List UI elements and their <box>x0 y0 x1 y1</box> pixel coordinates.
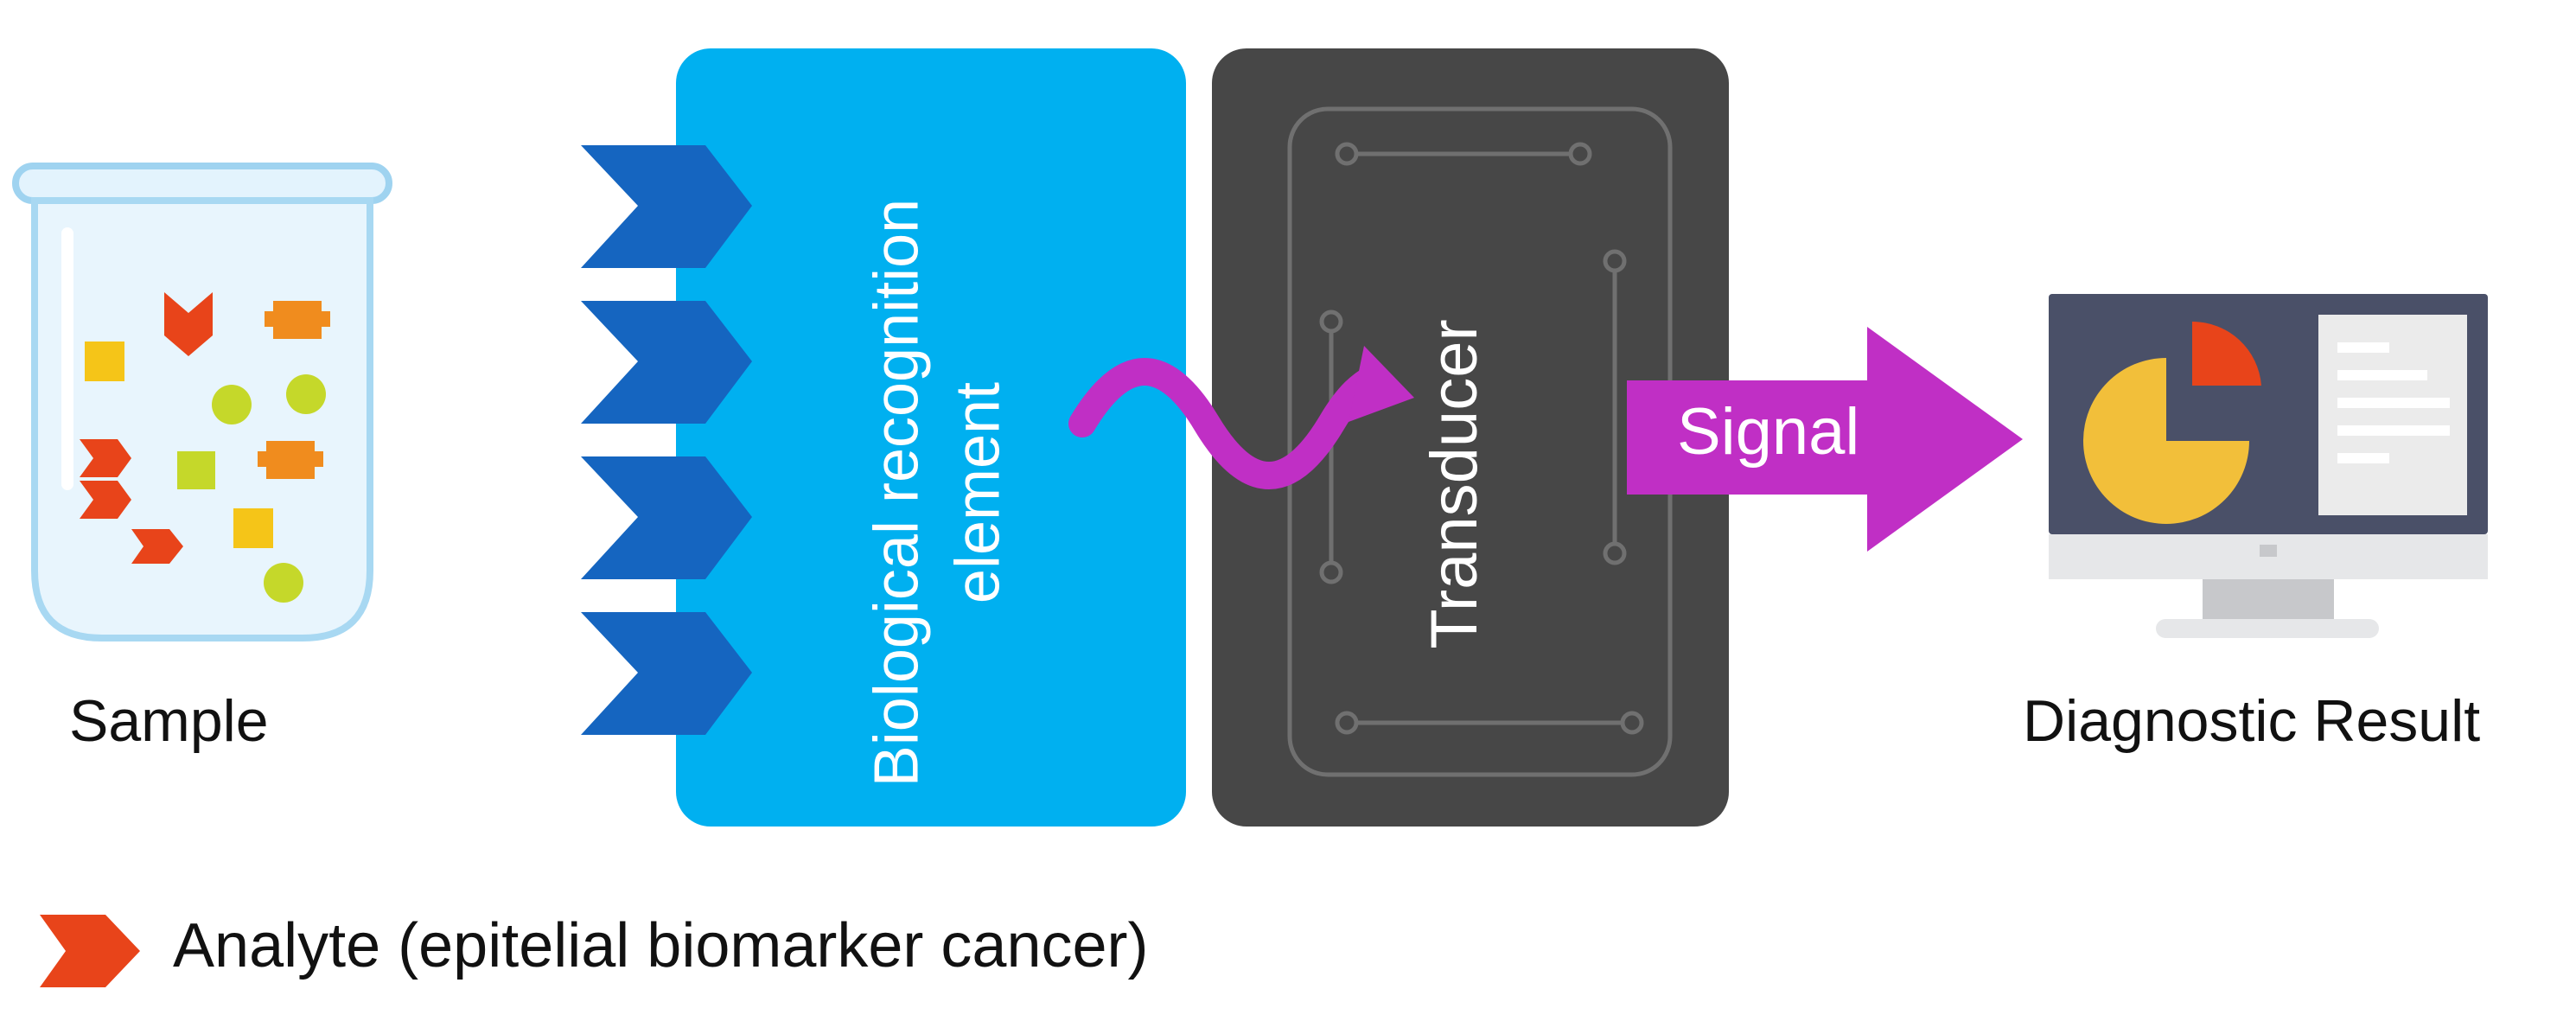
analyte-particle <box>164 292 213 356</box>
chevron-receptor-icon <box>581 145 752 268</box>
particle-square <box>177 451 215 489</box>
analyte-particle <box>80 439 131 477</box>
particle-circle <box>286 374 326 414</box>
signal-label: Signal <box>1677 395 1860 469</box>
pie-main <box>2083 358 2249 524</box>
legend-label: Analyte (epitelial biomarker cancer) <box>173 911 1149 980</box>
chevron-receptor-icon <box>581 612 752 735</box>
transducer-label: Transducer <box>1418 319 1491 649</box>
sample-label: Sample <box>69 688 269 754</box>
analyte-particle <box>131 529 183 564</box>
particle-square <box>85 341 124 381</box>
bio-recognition-label-line2: element <box>943 381 1012 604</box>
analyte-particle <box>80 481 131 519</box>
receptor-chevrons <box>581 145 752 735</box>
pie-slice <box>2192 321 2261 386</box>
chevron-receptor-icon <box>581 456 752 579</box>
particle-block <box>258 441 323 479</box>
particle-circle <box>212 385 252 424</box>
particle-circle <box>264 563 303 603</box>
wavy-arrow-icon <box>1068 346 1414 489</box>
signal-arrow <box>1627 327 2023 552</box>
particle-square <box>233 508 273 548</box>
circuit-pattern <box>1287 106 1673 777</box>
monitor-chart-icon <box>2049 294 2488 638</box>
analyte-chevron-icon <box>40 915 140 987</box>
diagnostic-result-label: Diagnostic Result <box>2023 688 2481 754</box>
beaker-icon <box>12 163 392 641</box>
chevron-receptor-icon <box>581 301 752 424</box>
beaker-contents <box>80 292 330 603</box>
transducer-block <box>1212 48 1729 827</box>
bio-recognition-label: Biological recognition element <box>857 199 1018 787</box>
bio-recognition-block <box>676 48 1186 827</box>
particle-block <box>265 301 330 339</box>
bio-recognition-label-line1: Biological recognition <box>862 198 932 788</box>
